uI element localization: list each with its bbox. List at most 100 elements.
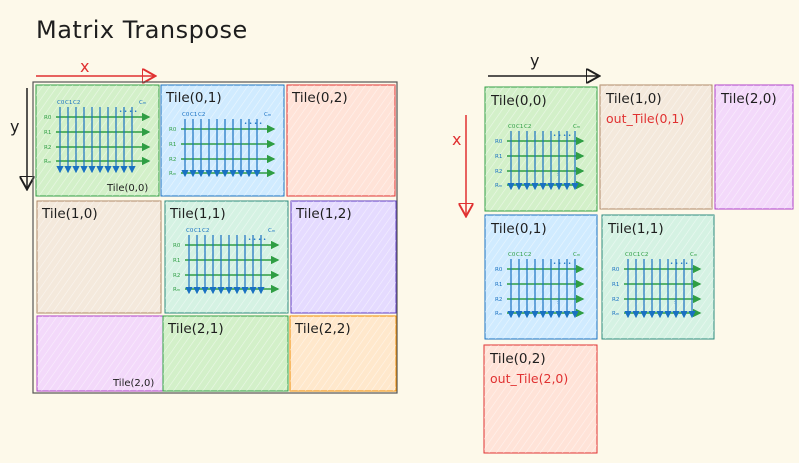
tile-label: Tile(2,0) (720, 91, 777, 107)
column-label: C2 (641, 252, 648, 258)
right-tile-10: Tile(1,0)out_Tile(0,1) (599, 84, 713, 210)
tile-label: Tile(1,1) (607, 221, 664, 237)
tile-label: Tile(0,0) (490, 93, 547, 109)
right-tile-02: Tile(0,2)out_Tile(2,0) (483, 344, 598, 454)
column-label: C0 (57, 100, 65, 106)
column-label: C2 (202, 228, 209, 234)
left-grid-frame (32, 81, 398, 394)
tile-label: Tile(0,1) (490, 221, 547, 237)
tile-hatch (161, 85, 284, 196)
tile-label: Tile(1,1) (169, 206, 226, 222)
left-x-axis-label: x (80, 57, 89, 76)
column-label-last: Cₘ (573, 124, 581, 130)
row-label: R1 (495, 154, 502, 160)
ellipsis-label: • • • • (553, 133, 571, 139)
ellipsis-label: • • • • (670, 261, 688, 267)
row-label: R2 (495, 169, 502, 175)
column-label-last: Cₘ (268, 228, 276, 234)
column-label: C1 (516, 252, 523, 258)
right-tile-20: Tile(2,0) (714, 84, 794, 210)
vertical-ellipsis-label: ⋮ (672, 299, 678, 305)
column-label: C2 (524, 252, 531, 258)
output-tile-label: out_Tile(2,0) (490, 371, 568, 386)
row-label: R0 (44, 115, 52, 121)
row-label-last: Rₘ (44, 159, 52, 165)
row-label-last: Rₘ (612, 311, 620, 317)
row-label: R1 (173, 258, 180, 264)
tile-label: Tile(0,2) (291, 90, 348, 106)
row-label: R0 (173, 243, 181, 249)
tile-label: Tile(2,2) (294, 321, 351, 337)
tile-hatch (602, 215, 714, 339)
tile-hatch (600, 85, 712, 209)
column-label: C2 (73, 100, 80, 106)
column-label: C2 (524, 124, 531, 130)
vertical-ellipsis-label: ⋮ (121, 147, 127, 153)
left-tile-22: Tile(2,2) (289, 315, 397, 392)
row-label: R0 (612, 267, 620, 273)
tile-label: Tile(1,2) (295, 206, 352, 222)
output-tile-label: out_Tile(0,1) (606, 111, 684, 126)
column-label: C0 (625, 252, 633, 258)
row-label: R2 (612, 297, 619, 303)
column-label: C0 (182, 112, 190, 118)
tile-hatch (37, 201, 161, 313)
ellipsis-label: • • • • (553, 261, 571, 267)
row-label-last: Rₘ (495, 183, 503, 189)
tile-hatch (287, 85, 395, 196)
column-label: C1 (65, 100, 72, 106)
tile-hatch (715, 85, 793, 209)
row-label: R0 (495, 139, 503, 145)
column-label: C2 (198, 112, 205, 118)
tile-label: Tile(0,0) (106, 183, 148, 194)
row-label: R0 (495, 267, 503, 273)
column-label: C1 (194, 228, 201, 234)
tile-hatch (485, 215, 597, 339)
column-label-last: Cₘ (573, 252, 581, 258)
tile-label: Tile(2,1) (167, 321, 224, 337)
tile-hatch (37, 316, 163, 391)
vertical-ellipsis-label: ⋮ (555, 171, 561, 177)
row-label: R2 (169, 157, 176, 163)
tile-hatch (165, 201, 288, 313)
left-tile-20: Tile(2,0) (36, 315, 164, 392)
vertical-ellipsis-label: ⋮ (555, 299, 561, 305)
tile-hatch (291, 201, 396, 313)
tile-label: Tile(2,0) (112, 378, 154, 389)
row-label: R2 (173, 273, 180, 279)
ellipsis-label: • • • • (119, 109, 137, 115)
tile-hatch (163, 316, 288, 391)
vertical-ellipsis-label: ⋮ (250, 275, 256, 281)
left-tile-02: Tile(0,2) (286, 84, 396, 197)
tile-hatch (290, 316, 396, 391)
column-label: C0 (508, 252, 516, 258)
left-tile-10: Tile(1,0) (36, 200, 162, 314)
column-label: C1 (516, 124, 523, 130)
row-label: R1 (612, 282, 619, 288)
row-label-last: Rₘ (495, 311, 503, 317)
row-label: R1 (169, 142, 176, 148)
row-label: R1 (495, 282, 502, 288)
left-y-axis-label: y (10, 117, 19, 136)
column-label: C0 (508, 124, 516, 130)
tile-label: Tile(0,1) (165, 90, 222, 106)
column-label-last: Cₘ (264, 112, 272, 118)
tile-hatch (36, 85, 159, 196)
column-label: C1 (190, 112, 197, 118)
left-tile-21: Tile(2,1) (162, 315, 289, 392)
left-axes: x y (10, 57, 154, 188)
